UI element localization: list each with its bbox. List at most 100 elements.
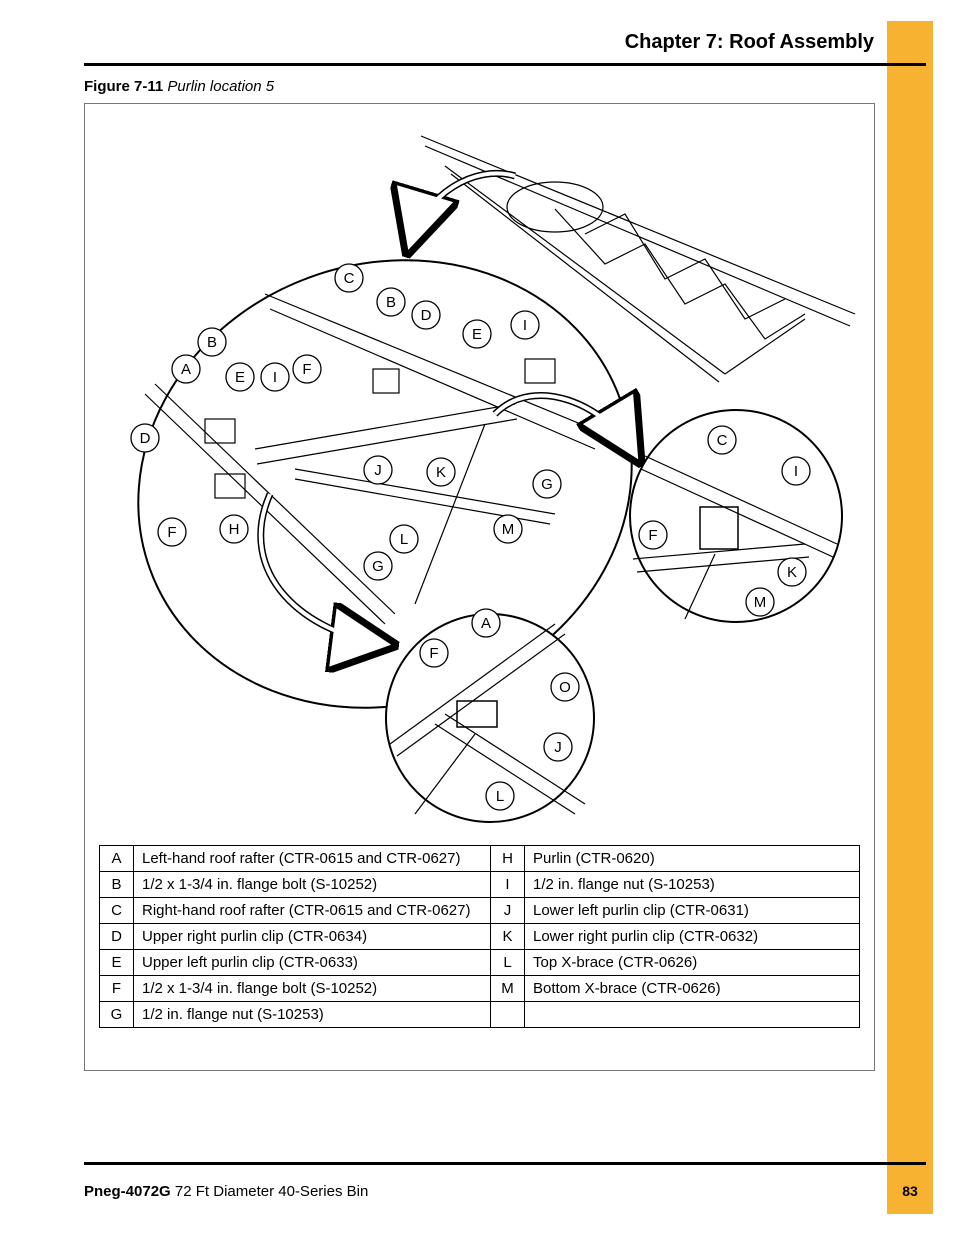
part-letter: K [490,923,525,950]
part-description: 1/2 x 1-3/4 in. flange bolt (S-10252) [133,975,491,1002]
part-description: Upper right purlin clip (CTR-0634) [133,923,491,950]
footer-doc-number: Pneg-4072G [84,1183,171,1200]
callout-label: D [421,307,432,324]
callout-bubble [777,557,807,587]
callout-label: F [429,645,438,662]
part-letter [490,1001,525,1028]
figure-caption: Figure 7-11 Purlin location 5 [84,78,274,95]
callout-bubble [334,263,364,293]
callout-label: L [496,788,504,805]
callout-label: J [374,462,382,479]
callout-label: C [344,270,355,287]
callout-bubble [550,672,580,702]
part-letter: F [99,975,134,1002]
part-description: Lower right purlin clip (CTR-0632) [524,923,860,950]
callout-bubble [510,310,540,340]
callout-label: I [273,369,277,386]
callout-bubble [157,517,187,547]
callout-bubble [411,300,441,330]
part-letter: H [490,845,525,872]
part-description: Bottom X-brace (CTR-0626) [524,975,860,1002]
callout-label: B [207,334,217,351]
callout-bubble [781,456,811,486]
chapter-tab-bar [887,21,933,1214]
callout-label: E [472,326,482,343]
callout-label: D [140,430,151,447]
part-letter: A [99,845,134,872]
callout-label: C [717,432,728,449]
footer-rule [84,1162,926,1165]
callout-bubble [419,638,449,668]
callout-bubble [363,551,393,581]
part-letter: M [490,975,525,1002]
part-letter: E [99,949,134,976]
callout-bubble [485,781,515,811]
callout-label: M [502,521,515,538]
callout-bubble [197,327,227,357]
part-description: Purlin (CTR-0620) [524,845,860,872]
callout-label: I [523,317,527,334]
callout-label: F [648,527,657,544]
callout-bubble [426,457,456,487]
part-letter: D [99,923,134,950]
callout-label: K [436,464,446,481]
part-description: Lower left purlin clip (CTR-0631) [524,897,860,924]
part-letter: L [490,949,525,976]
callout-bubble [292,354,322,384]
part-description: 1/2 in. flange nut (S-10253) [133,1001,491,1028]
callout-bubble [532,469,562,499]
callout-bubble [363,455,393,485]
callout-bubble [225,362,255,392]
callout-label: H [229,521,240,538]
callout-bubble [389,524,419,554]
callout-label: E [235,369,245,386]
part-letter: C [99,897,134,924]
callout-label: G [372,558,384,575]
footer-doc-title: 72 Ft Diameter 40-Series Bin [174,1183,369,1200]
callout-bubble [260,362,290,392]
callout-bubble [543,732,573,762]
part-description: Upper left purlin clip (CTR-0633) [133,949,491,976]
detail-arrow-top [410,169,517,244]
part-description: 1/2 x 1-3/4 in. flange bolt (S-10252) [133,871,491,898]
part-letter: G [99,1001,134,1028]
callout-bubble [745,587,775,617]
callout-bubble [471,608,501,638]
part-description: 1/2 in. flange nut (S-10253) [524,871,860,898]
part-letter: J [490,897,525,924]
callout-label: F [302,361,311,378]
callout-label: J [554,739,562,756]
chapter-title: Chapter 7: Roof Assembly [624,31,874,53]
callout-label: O [559,679,571,696]
header-rule [84,63,926,66]
page-number: 83 [902,1183,918,1199]
figure-number: Figure 7-11 [84,78,164,95]
figure-title: Purlin location 5 [167,78,275,95]
callout-label: L [400,531,408,548]
callout-label: I [794,463,798,480]
part-description: Top X-brace (CTR-0626) [524,949,860,976]
callout-bubble [638,520,668,550]
part-description [524,1001,860,1028]
part-letter: B [99,871,134,898]
callout-label: A [181,361,191,378]
callout-label: F [167,524,176,541]
footer-doc-info: Pneg-4072G 72 Ft Diameter 40-Series Bin [84,1183,368,1200]
callout-label: M [754,594,767,611]
callout-bubble [493,514,523,544]
callout-bubble [130,423,160,453]
callout-bubble [707,425,737,455]
part-description: Right-hand roof rafter (CTR-0615 and CTR… [133,897,491,924]
